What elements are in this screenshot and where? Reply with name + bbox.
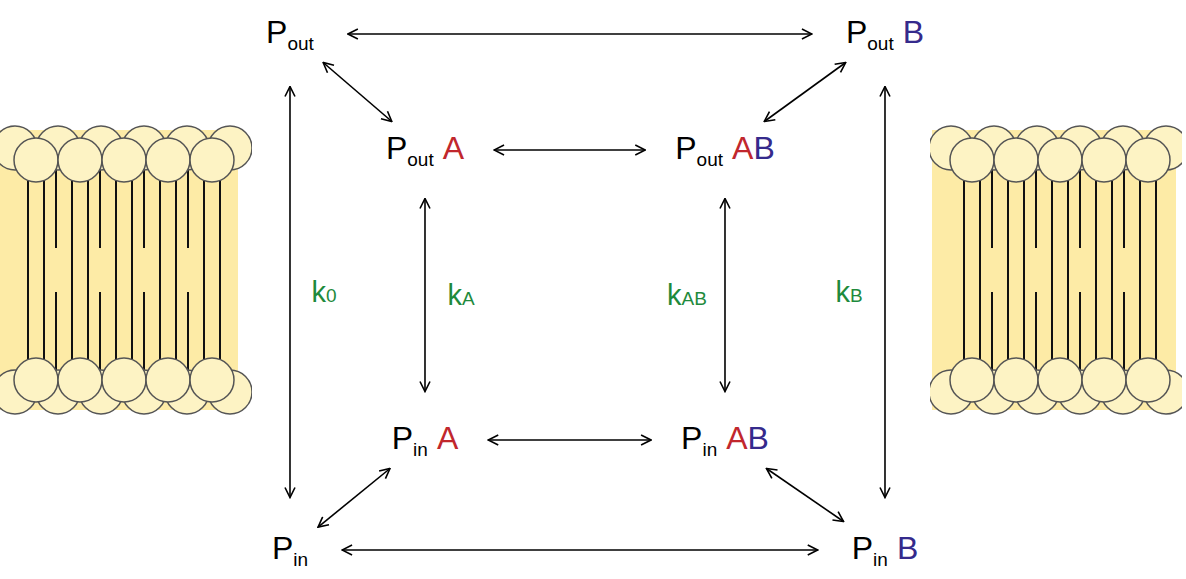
ligand-symbol: A [726, 420, 747, 456]
ligand-symbol: A [732, 130, 753, 166]
state-subscript: in [702, 439, 717, 460]
state-subscript: in [293, 549, 308, 570]
state-label: Pin AB [677, 418, 773, 463]
ligand-symbol: A [443, 130, 464, 166]
transition-arrow [318, 469, 390, 528]
ligand-symbol: B [753, 130, 774, 166]
state-subscript: out [867, 33, 893, 54]
ligand-symbol: A [437, 420, 458, 456]
protein-symbol: P [852, 530, 873, 566]
state-label: Pout A [382, 128, 468, 173]
transition-arrow [323, 63, 392, 122]
transition-arrow [494, 149, 645, 151]
protein-symbol: P [846, 14, 867, 50]
state-label: Pin B [848, 528, 922, 573]
state-subscript: out [287, 33, 313, 54]
rate-constant: kB [832, 276, 865, 309]
transition-arrow [342, 549, 818, 551]
transition-arrow [764, 63, 845, 122]
transition-arrow [884, 87, 886, 498]
transition-arrow [289, 87, 291, 498]
state-subscript: out [407, 149, 433, 170]
state-label: Pout [262, 12, 318, 57]
state-subscript: in [873, 549, 888, 570]
state-label: Pout AB [671, 128, 778, 173]
rate-constant: kAB [664, 279, 710, 312]
protein-symbol: P [681, 420, 702, 456]
state-subscript: out [697, 149, 723, 170]
transition-arrow [766, 469, 843, 522]
transition-arrow [348, 33, 812, 35]
state-subscript: in [413, 439, 428, 460]
transition-arrow [724, 199, 726, 392]
state-label: Pin [268, 528, 312, 573]
transition-arrow [488, 439, 651, 441]
ligand-symbol: B [897, 530, 918, 566]
protein-symbol: P [392, 420, 413, 456]
protein-symbol: P [675, 130, 696, 166]
rate-constant: kA [444, 279, 477, 312]
transition-arrow [424, 199, 426, 392]
state-label: Pin A [388, 418, 462, 463]
state-label: Pout B [842, 12, 928, 57]
protein-symbol: P [386, 130, 407, 166]
rate-constant: k0 [308, 276, 339, 309]
ligand-symbol: B [903, 14, 924, 50]
protein-symbol: P [272, 530, 293, 566]
ligand-symbol: B [748, 420, 769, 456]
protein-symbol: P [266, 14, 287, 50]
